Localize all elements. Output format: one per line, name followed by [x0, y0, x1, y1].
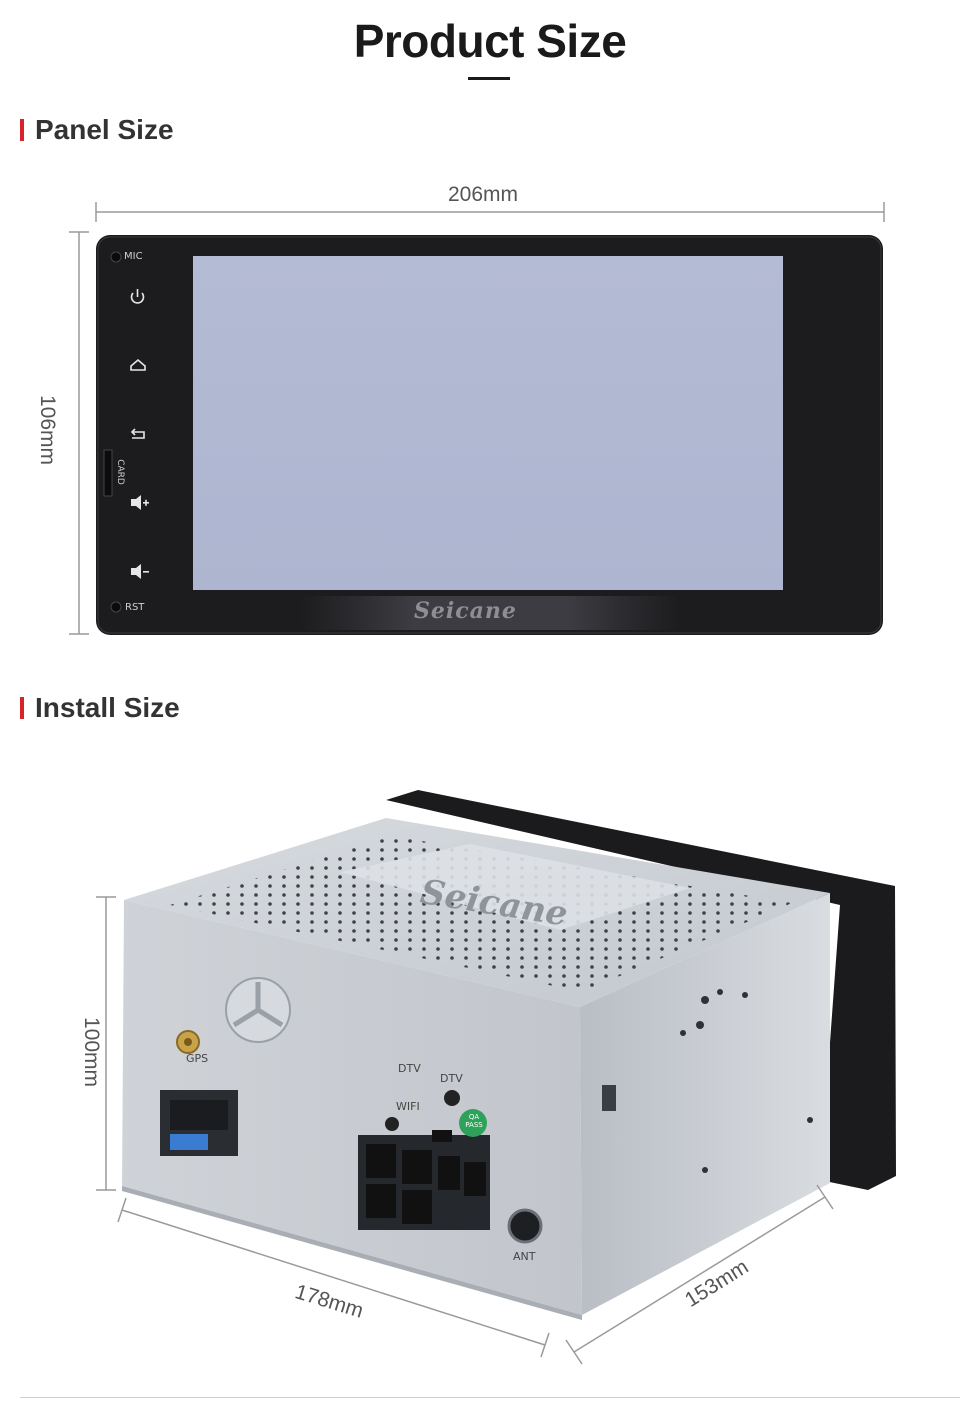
panel-height-dimension: [69, 231, 89, 635]
section-heading-panel: Panel Size: [20, 114, 174, 146]
main-connectors: [358, 1130, 490, 1230]
wifi-port-label: WIFI: [396, 1100, 420, 1113]
card-label: CARD: [114, 459, 125, 485]
page-title: Product Size: [353, 15, 627, 67]
install-height-label: 100mm: [80, 1016, 104, 1088]
back-icon: [130, 428, 145, 439]
chassis-side: [580, 893, 830, 1315]
panel-screen: [193, 256, 783, 590]
card-slot: [103, 449, 113, 497]
volume-down-icon: [131, 564, 149, 579]
volume-up-icon: [131, 495, 149, 510]
section-accent-bar: [20, 119, 24, 141]
antenna-port: [507, 1208, 543, 1244]
panel-illustration: [69, 202, 885, 635]
install-width-dimension: [117, 1197, 550, 1358]
power-icon: [130, 289, 145, 304]
section-label: Install Size: [35, 692, 180, 723]
install-front-panel: [386, 790, 896, 1190]
install-brand-logo: Seicane: [417, 872, 571, 935]
panel-width-dimension: [95, 202, 885, 222]
panel-width-label: 206mm: [448, 183, 519, 206]
rst-label: RST: [125, 602, 145, 613]
bottom-divider: [20, 1397, 960, 1398]
qa-sticker-label: QA PASS: [465, 1113, 483, 1129]
section-label: Panel Size: [35, 114, 174, 145]
fan-cover: [225, 977, 291, 1043]
dtv-port-label-2: DTV: [440, 1072, 463, 1085]
install-width-label: 178mm: [292, 1280, 367, 1323]
section-heading-install: Install Size: [20, 692, 180, 724]
home-icon: [130, 358, 146, 371]
dtv-port-label-1: DTV: [398, 1062, 421, 1075]
wifi-port: [385, 1117, 399, 1131]
title-underline: [468, 77, 510, 80]
reset-hole: [110, 601, 122, 613]
gps-port-label: GPS: [186, 1052, 209, 1065]
section-accent-bar: [20, 697, 24, 719]
ant-port-label: ANT: [513, 1250, 536, 1263]
install-depth-dimension: [565, 1184, 834, 1365]
mic-label: MIC: [124, 251, 143, 262]
panel-brand-logo: Seicane: [414, 598, 517, 624]
gps-connector: [176, 1030, 200, 1054]
power-harness: [160, 1090, 238, 1156]
mic-hole: [110, 251, 122, 263]
install-depth-label: 153mm: [680, 1255, 753, 1312]
dtv-port: [444, 1090, 460, 1106]
